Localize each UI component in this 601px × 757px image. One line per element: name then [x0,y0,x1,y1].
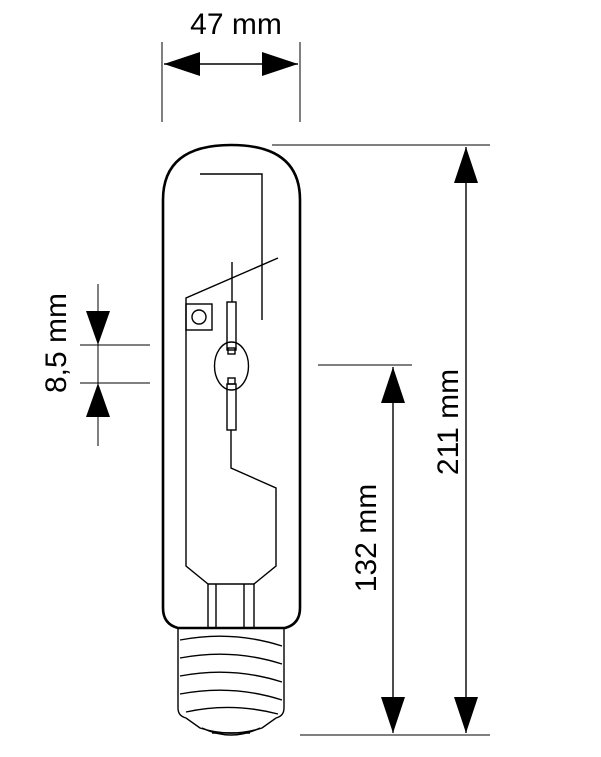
lamp-base [177,627,285,736]
lower-support-wire [230,456,277,585]
base-thread-5 [185,706,279,715]
light-center-arrow-bottom [381,697,405,733]
upper-electrode [227,347,236,355]
length-arrow-top [454,147,478,183]
frame-wire-left [185,257,279,585]
base-outline [177,628,285,734]
lower-seal [226,383,237,431]
width-arrow-left [164,52,200,76]
arc-length-label: 8,5 mm [40,293,73,393]
arc-arrow-top [86,311,110,345]
base-contact [201,727,261,736]
stem-pinch [207,583,255,628]
length-dimension: 211 mm [272,144,490,736]
arc-dimension: 8,5 mm [40,284,150,446]
base-thread-2 [179,653,283,665]
arc-tube [213,341,250,391]
width-label: 47 mm [190,8,282,41]
light-center-arrow-top [381,367,405,403]
base-thread-1 [179,635,283,647]
base-thread-3 [179,671,283,683]
light-center-label: 132 mm [350,484,383,592]
glass-tube-outline [161,143,302,630]
length-arrow-bottom [454,697,478,733]
arc-arrow-bottom [86,383,110,417]
lamp-internals [185,173,279,628]
lower-electrode [227,377,236,385]
base-thread-4 [179,689,283,701]
lamp-bulb [161,143,302,630]
light-center-dimension: 132 mm [318,364,412,733]
width-dimension: 47 mm [161,8,301,122]
length-label: 211 mm [432,369,465,475]
upper-seal [226,301,237,351]
top-support-wire [200,173,263,320]
getter-box [185,303,213,331]
width-arrow-right [262,52,298,76]
getter-ring [191,309,207,325]
